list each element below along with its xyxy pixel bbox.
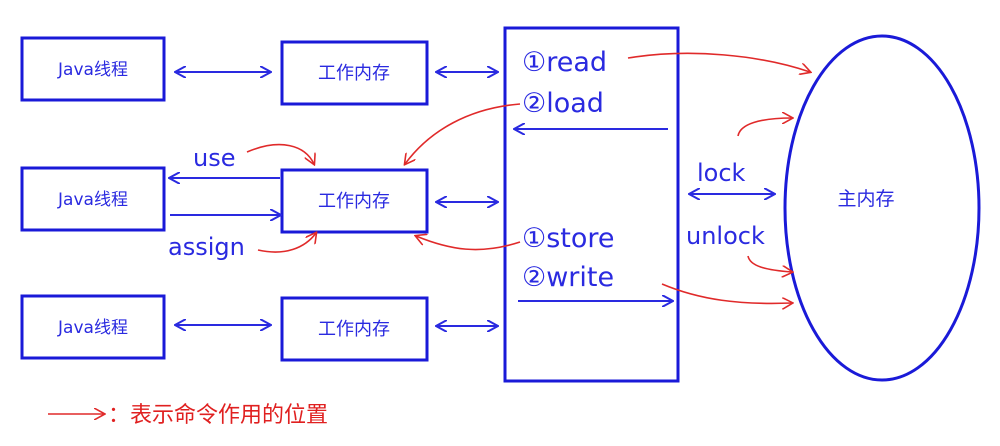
store-effect-arrow (416, 236, 521, 251)
java-thread-label-3: Java线程 (57, 318, 128, 338)
work-memory-box-2 (280, 168, 429, 234)
op-load-label: ②load (522, 88, 604, 119)
main-memory-label: 主内存 (837, 188, 894, 210)
java-thread-box-3 (20, 294, 166, 360)
legend-text: ：表示命令作用的位置 (108, 403, 328, 428)
java-thread-box-1 (20, 36, 166, 102)
java-thread-label-1: Java线程 (57, 60, 128, 80)
main-memory-ellipse (783, 34, 981, 382)
work-memory-label-2: 工作内存 (318, 191, 390, 212)
op-assign-label: assign (168, 233, 245, 261)
write-effect-arrow (661, 283, 792, 303)
op-read-label: ①read (522, 47, 607, 78)
work-memory-box-1 (280, 40, 429, 106)
load-effect-arrow (405, 103, 521, 164)
op-lock-label: lock (697, 159, 746, 187)
lock-effect-arrow (737, 118, 792, 137)
op-use-label: use (193, 144, 235, 172)
work-memory-label-3: 工作内存 (318, 319, 390, 340)
op-unlock-label: unlock (686, 222, 765, 250)
op-store-label: ①store (522, 223, 615, 254)
java-thread-box-2 (20, 166, 166, 232)
work-memory-label-1: 工作内存 (318, 63, 390, 84)
java-thread-label-2: Java线程 (57, 190, 128, 210)
op-write-label: ②write (522, 262, 614, 293)
use-effect-arrow (246, 143, 314, 164)
assign-effect-arrow (257, 233, 316, 253)
operations-box (503, 26, 680, 383)
unlock-effect-arrow (747, 255, 792, 272)
work-memory-box-3 (280, 296, 429, 362)
read-effect-arrow (627, 52, 810, 72)
